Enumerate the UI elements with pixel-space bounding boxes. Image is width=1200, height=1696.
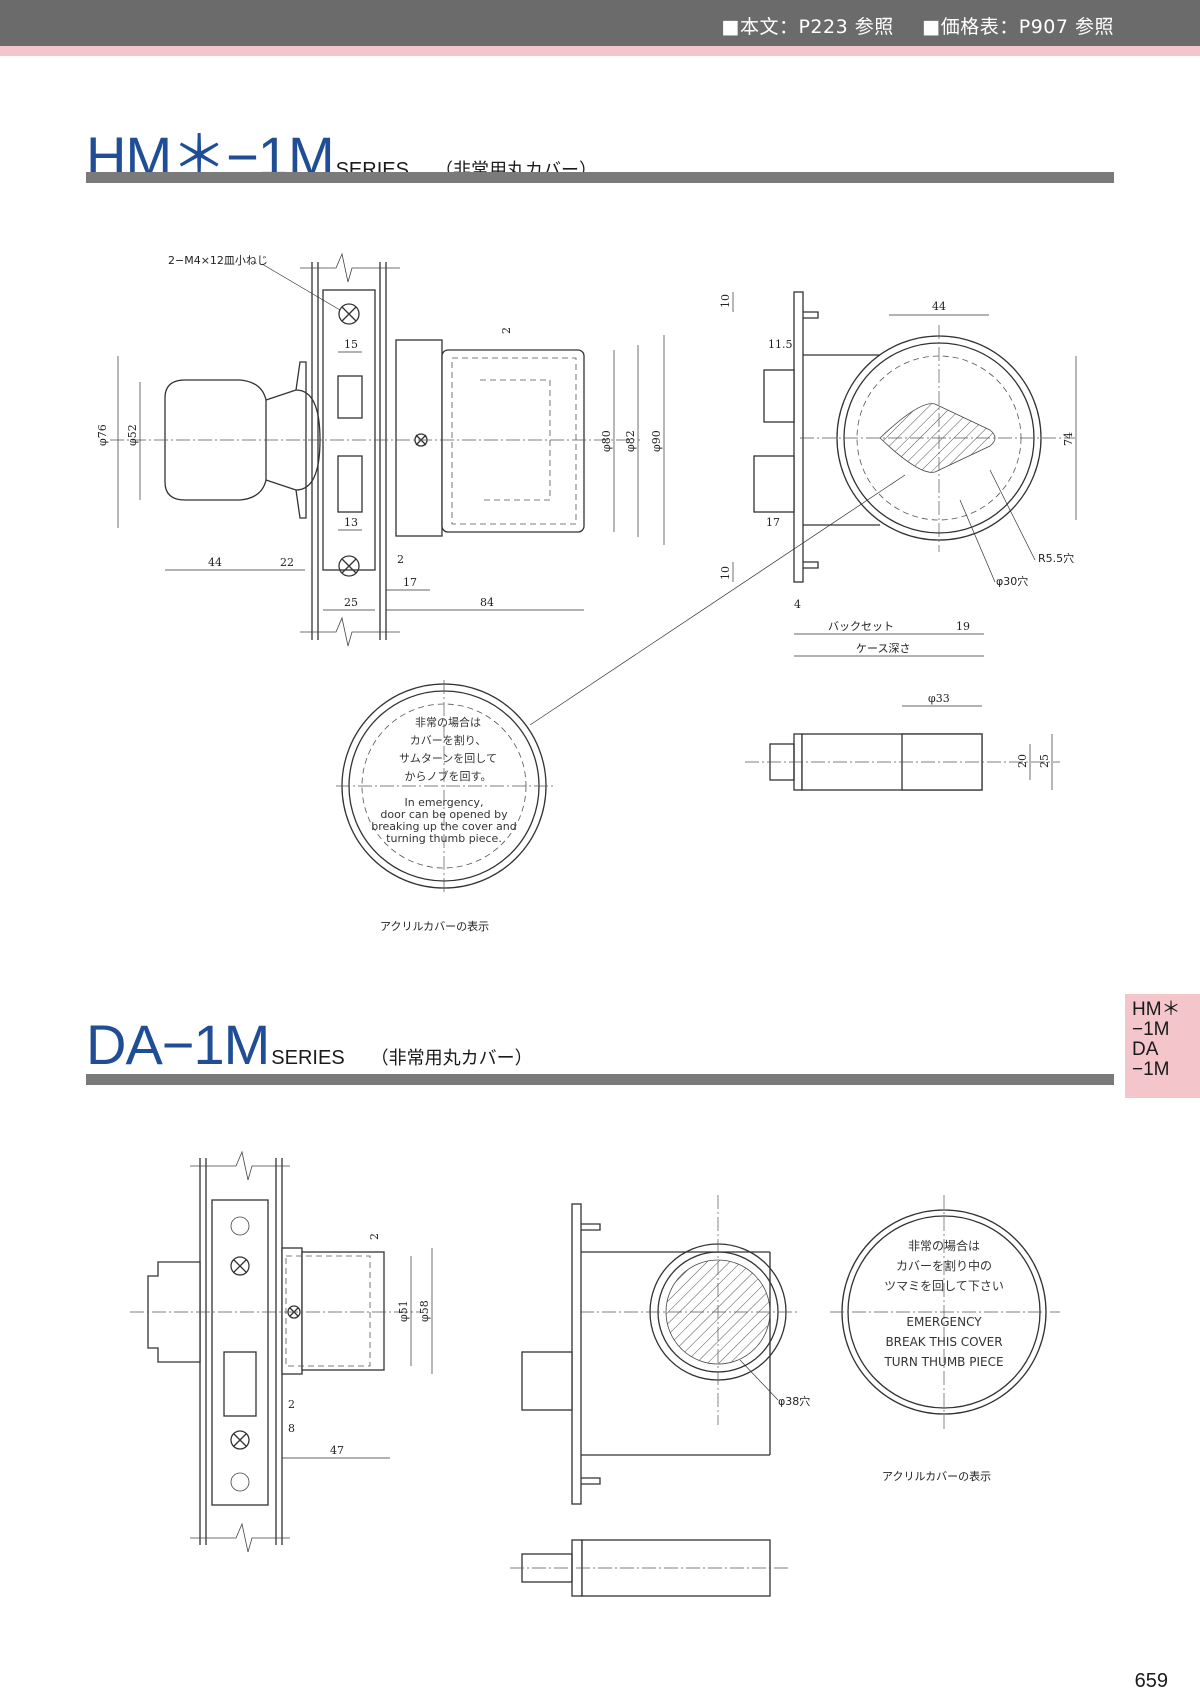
screw-label: 2−M4×12皿小ねじ xyxy=(168,254,268,267)
ref-price: ■価格表：P907 参照 xyxy=(922,16,1114,38)
dim-label: φ82 xyxy=(624,430,637,452)
cover-text-jp: ツマミを回して下さい xyxy=(884,1279,1004,1293)
dim-label: 2 xyxy=(397,553,404,566)
backset-label: バックセット xyxy=(828,620,894,633)
section1-rule xyxy=(86,172,1114,183)
dim-label: 44 xyxy=(932,300,946,313)
cover-text-jp: カバーを割り中の xyxy=(896,1258,992,1273)
dim-label: 10 xyxy=(719,294,732,308)
section2-subtitle: （非常用丸カバー） xyxy=(370,1048,533,1069)
dim-label: 22 xyxy=(280,556,294,569)
section2-rule xyxy=(86,1074,1114,1085)
dim-label: φ80 xyxy=(600,430,613,452)
r55-label: R5.5穴 xyxy=(1038,551,1074,565)
dim-label: φ33 xyxy=(928,692,950,705)
cover-text-en: EMERGENCY xyxy=(906,1315,982,1329)
phi38-label: φ38穴 xyxy=(778,1394,810,1408)
dim-label: 2 xyxy=(368,1233,381,1240)
dim-label: 44 xyxy=(208,556,222,569)
ref-main: ■本文：P223 参照 xyxy=(721,16,894,38)
dim-label: φ76 xyxy=(96,424,109,446)
hm-cover-view: 非常の場合は カバーを割り、 サムターンを回して からノブを回す。 In eme… xyxy=(336,680,556,933)
da-top-view xyxy=(510,1539,790,1597)
cover-text-jp: からノブを回す。 xyxy=(405,769,492,783)
cover-text-en: In emergency, xyxy=(404,796,483,809)
dim-label: 17 xyxy=(403,576,417,589)
header-stripe xyxy=(0,46,1200,56)
dim-label: 25 xyxy=(344,596,358,609)
cover-text-en: door can be opened by xyxy=(380,808,508,821)
dim-label: 47 xyxy=(330,1444,344,1457)
dim-label: φ90 xyxy=(650,430,663,452)
phi30-label: φ30穴 xyxy=(996,574,1028,588)
cover-caption: アクリルカバーの表示 xyxy=(380,919,489,933)
dim-label: φ52 xyxy=(126,424,139,446)
faceplate xyxy=(322,289,376,571)
side-tab-line: DA xyxy=(1132,1039,1159,1060)
dim-label: 11.5 xyxy=(768,338,793,351)
dim-label: 17 xyxy=(766,516,780,529)
side-tab-line: −1M xyxy=(1132,1019,1170,1040)
cover-text-jp: カバーを割り、 xyxy=(410,733,487,747)
dim-label: 10 xyxy=(719,566,732,580)
page-number: 659 xyxy=(1134,1670,1168,1692)
dim-label: 74 xyxy=(1062,432,1075,446)
dim-label: 15 xyxy=(344,338,358,351)
cover-text-en: turning thumb piece. xyxy=(386,832,502,845)
dim-label: 13 xyxy=(344,516,358,529)
hm-top-view: φ33 20 25 xyxy=(745,692,1060,791)
da-side-view: 2 φ51 φ58 2 8 47 xyxy=(130,1150,433,1553)
da-face-view: φ38穴 xyxy=(521,1195,810,1505)
da-cover-view: 非常の場合は カバーを割り中の ツマミを回して下さい EMERGENCY BRE… xyxy=(830,1195,1060,1483)
cover-text-jp: サムターンを回して xyxy=(399,752,497,765)
cover-text-en: BREAK THIS COVER xyxy=(885,1335,1002,1349)
dim-label: 25 xyxy=(1038,754,1051,768)
header-bar: ■本文：P223 参照 ■価格表：P907 参照 xyxy=(0,0,1200,46)
hm-face-view: 44 74 10 10 11.5 17 4 19 バックセット ケース深さ R5… xyxy=(529,291,1077,726)
dim-label: 84 xyxy=(480,596,494,609)
hm-side-view: φ76 φ52 44 22 15 13 25 2 17 84 2 φ80 φ82… xyxy=(96,252,665,647)
dim-label: φ58 xyxy=(418,1300,431,1322)
dim-label: φ51 xyxy=(397,1300,410,1322)
cover-text-jp: 非常の場合は xyxy=(415,715,481,729)
side-tab-line: −1M xyxy=(1132,1059,1170,1080)
dim-label: 20 xyxy=(1016,754,1029,768)
cover-text-en: breaking up the cover and xyxy=(371,820,516,833)
dim-label: 2 xyxy=(500,327,513,334)
case-depth-label: ケース深さ xyxy=(856,642,910,655)
dim-label: 19 xyxy=(956,620,970,633)
dim-label: 2 xyxy=(288,1398,295,1411)
side-index-tab: HM＊ −1M DA −1M xyxy=(1125,994,1200,1098)
page-references: ■本文：P223 参照 ■価格表：P907 参照 xyxy=(722,12,1114,39)
dim-label: 4 xyxy=(794,598,801,611)
cover-text-en: TURN THUMB PIECE xyxy=(883,1355,1003,1369)
cover-text-jp: 非常の場合は xyxy=(908,1238,980,1253)
side-tab-line: HM＊ xyxy=(1132,999,1181,1020)
section2-model: DA−1M xyxy=(86,1013,270,1076)
section2-series: SERIES xyxy=(271,1047,345,1069)
dim-label: 8 xyxy=(288,1422,295,1435)
da-cover-caption: アクリルカバーの表示 xyxy=(882,1469,991,1483)
